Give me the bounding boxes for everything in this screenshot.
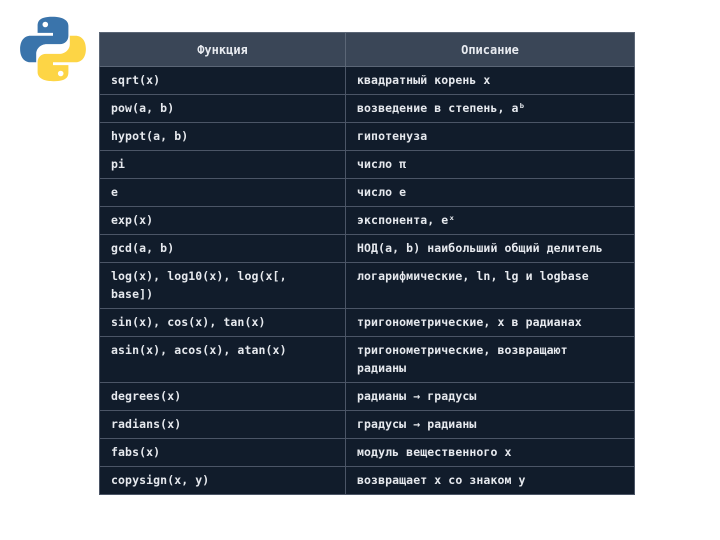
table-row: e число e xyxy=(99,178,635,207)
table-row: sqrt(x) квадратный корень x xyxy=(99,66,635,95)
math-functions-table: Функция Описание sqrt(x) квадратный коре… xyxy=(99,32,635,495)
description-cell: градусы → радианы xyxy=(345,410,635,439)
table-row: fabs(x) модуль вещественного x xyxy=(99,438,635,467)
table-row: copysign(x, y) возвращает x со знаком y xyxy=(99,466,635,495)
table-row: log(x), log10(x), log(x[, base]) логариф… xyxy=(99,262,635,309)
python-logo-yellow-part xyxy=(37,35,86,82)
function-cell: degrees(x) xyxy=(99,382,346,411)
python-logo-eye-top xyxy=(42,21,49,28)
description-cell: число π xyxy=(345,150,635,179)
table-row: gcd(a, b) НОД(a, b) наибольший общий дел… xyxy=(99,234,635,263)
function-cell: radians(x) xyxy=(99,410,346,439)
function-cell: e xyxy=(99,178,346,207)
description-cell: тригонометрические, x в радианах xyxy=(345,308,635,337)
python-logo-eye-bottom xyxy=(57,70,64,77)
python-logo-blue-part xyxy=(20,16,69,63)
description-cell: логарифмические, ln, lg и logbase xyxy=(345,262,635,309)
function-cell: pi xyxy=(99,150,346,179)
description-cell: возвращает x со знаком y xyxy=(345,466,635,495)
header-function: Функция xyxy=(99,32,346,67)
description-cell: модуль вещественного x xyxy=(345,438,635,467)
description-cell: радианы → градусы xyxy=(345,382,635,411)
table-row: exp(x) экспонента, eˣ xyxy=(99,206,635,235)
function-cell: asin(x), acos(x), atan(x) xyxy=(99,336,346,383)
table-row: hypot(a, b) гипотенуза xyxy=(99,122,635,151)
table-row: asin(x), acos(x), atan(x) тригонометриче… xyxy=(99,336,635,383)
description-cell: число e xyxy=(345,178,635,207)
function-cell: copysign(x, y) xyxy=(99,466,346,495)
description-cell: экспонента, eˣ xyxy=(345,206,635,235)
function-cell: hypot(a, b) xyxy=(99,122,346,151)
function-cell: pow(a, b) xyxy=(99,94,346,123)
function-cell: log(x), log10(x), log(x[, base]) xyxy=(99,262,346,309)
table-row: degrees(x) радианы → градусы xyxy=(99,382,635,411)
table-row: sin(x), cos(x), tan(x) тригонометрически… xyxy=(99,308,635,337)
header-description: Описание xyxy=(345,32,635,67)
function-cell: sqrt(x) xyxy=(99,66,346,95)
description-cell: квадратный корень x xyxy=(345,66,635,95)
table-row: radians(x) градусы → радианы xyxy=(99,410,635,439)
function-cell: fabs(x) xyxy=(99,438,346,467)
description-cell: тригонометрические, возвращают радианы xyxy=(345,336,635,383)
python-logo-icon xyxy=(20,16,86,82)
table-header-row: Функция Описание xyxy=(99,32,635,67)
table-row: pow(a, b) возведение в степень, aᵇ xyxy=(99,94,635,123)
description-cell: возведение в степень, aᵇ xyxy=(345,94,635,123)
description-cell: НОД(a, b) наибольший общий делитель xyxy=(345,234,635,263)
function-cell: exp(x) xyxy=(99,206,346,235)
table-row: pi число π xyxy=(99,150,635,179)
function-cell: gcd(a, b) xyxy=(99,234,346,263)
function-cell: sin(x), cos(x), tan(x) xyxy=(99,308,346,337)
description-cell: гипотенуза xyxy=(345,122,635,151)
